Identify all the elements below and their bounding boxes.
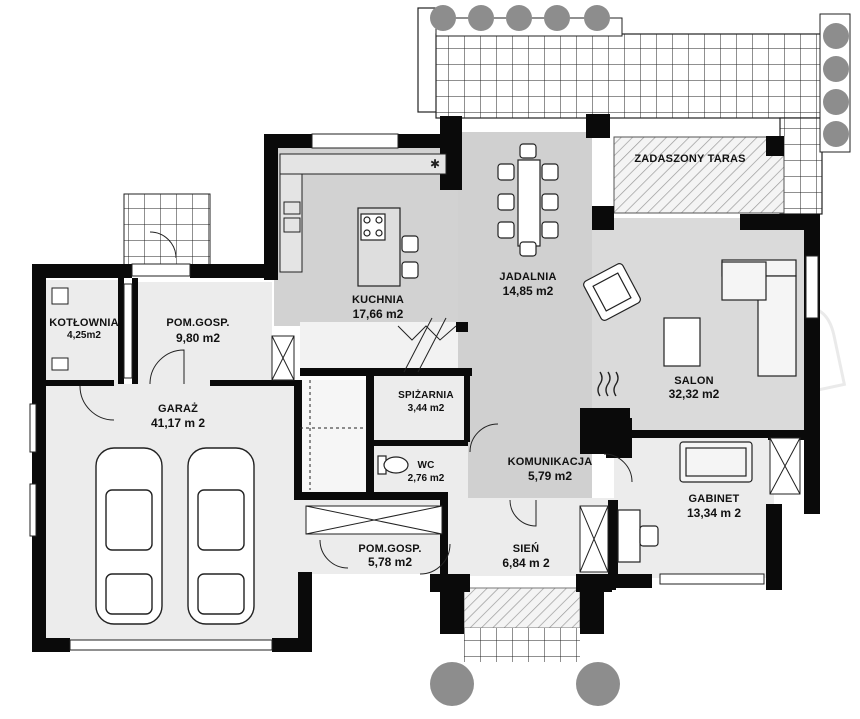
kuchnia-label: KUCHNIA — [352, 294, 404, 306]
salon-label: SALON — [674, 375, 714, 387]
windows — [29, 133, 819, 651]
kuchnia-area: 17,66 m2 — [353, 307, 404, 321]
boiler — [51, 287, 69, 371]
pom-gosp-2-label: POM.GOSP. — [358, 543, 421, 555]
sofa — [721, 259, 797, 377]
kitchen-island — [357, 207, 419, 287]
gabinet-area: 13,34 m 2 — [687, 506, 741, 520]
dining-table — [497, 143, 559, 257]
toilet — [377, 455, 409, 475]
covered-terrace-floor — [613, 136, 785, 214]
pom-gosp-1-area: 9,80 m2 — [176, 331, 220, 345]
car-right — [187, 447, 255, 625]
gabinet-label: GABINET — [689, 493, 740, 505]
walls — [32, 114, 820, 652]
wc-area: 2,76 m2 — [408, 473, 445, 484]
pom-gosp-1-label: POM.GOSP. — [166, 317, 229, 329]
spizarnia-label: SPIŻARNIA — [398, 388, 454, 401]
zadaszony-taras-label: ZADASZONY TARAS — [634, 153, 745, 165]
wardrobes — [123, 283, 801, 573]
wc-label: WC — [417, 460, 434, 471]
kotlownia-area: 4,25m2 — [67, 330, 101, 341]
komunikacja-area: 5,79 m2 — [528, 469, 572, 483]
jadalnia-label: JADALNIA — [499, 271, 556, 283]
terrace-plants — [430, 5, 849, 147]
entrance-plants — [430, 662, 620, 706]
garaz-label: GARAŻ — [158, 402, 198, 415]
garaz-area: 41,17 m 2 — [151, 416, 205, 430]
spizarnia-area: 3,44 m2 — [408, 403, 445, 414]
coffee-table — [663, 317, 701, 367]
utility-landing — [123, 193, 211, 267]
kotlownia-label: KOTŁOWNIA — [49, 317, 119, 329]
sien-area: 6,84 m 2 — [502, 556, 550, 570]
doors — [79, 231, 633, 575]
gabinet-furniture — [617, 441, 753, 563]
staircase — [300, 317, 457, 490]
salon-area: 32,32 m2 — [669, 387, 720, 401]
komunikacja-label: KOMUNIKACJA — [508, 456, 593, 468]
armchair — [583, 263, 641, 321]
svg-text:✱: ✱ — [430, 157, 440, 171]
car-left — [95, 447, 163, 625]
jadalnia-area: 14,85 m2 — [503, 284, 554, 298]
kitchen-counter: ✱ — [279, 153, 447, 273]
room-labels: KOTŁOWNIA 4,25m2 POM.GOSP. 9,80 m2 KUCHN… — [49, 153, 745, 570]
fireplace — [597, 371, 619, 397]
pom-gosp-2-area: 5,78 m2 — [368, 555, 412, 569]
terrace — [417, 7, 851, 215]
sien-label: SIEŃ — [513, 542, 539, 555]
